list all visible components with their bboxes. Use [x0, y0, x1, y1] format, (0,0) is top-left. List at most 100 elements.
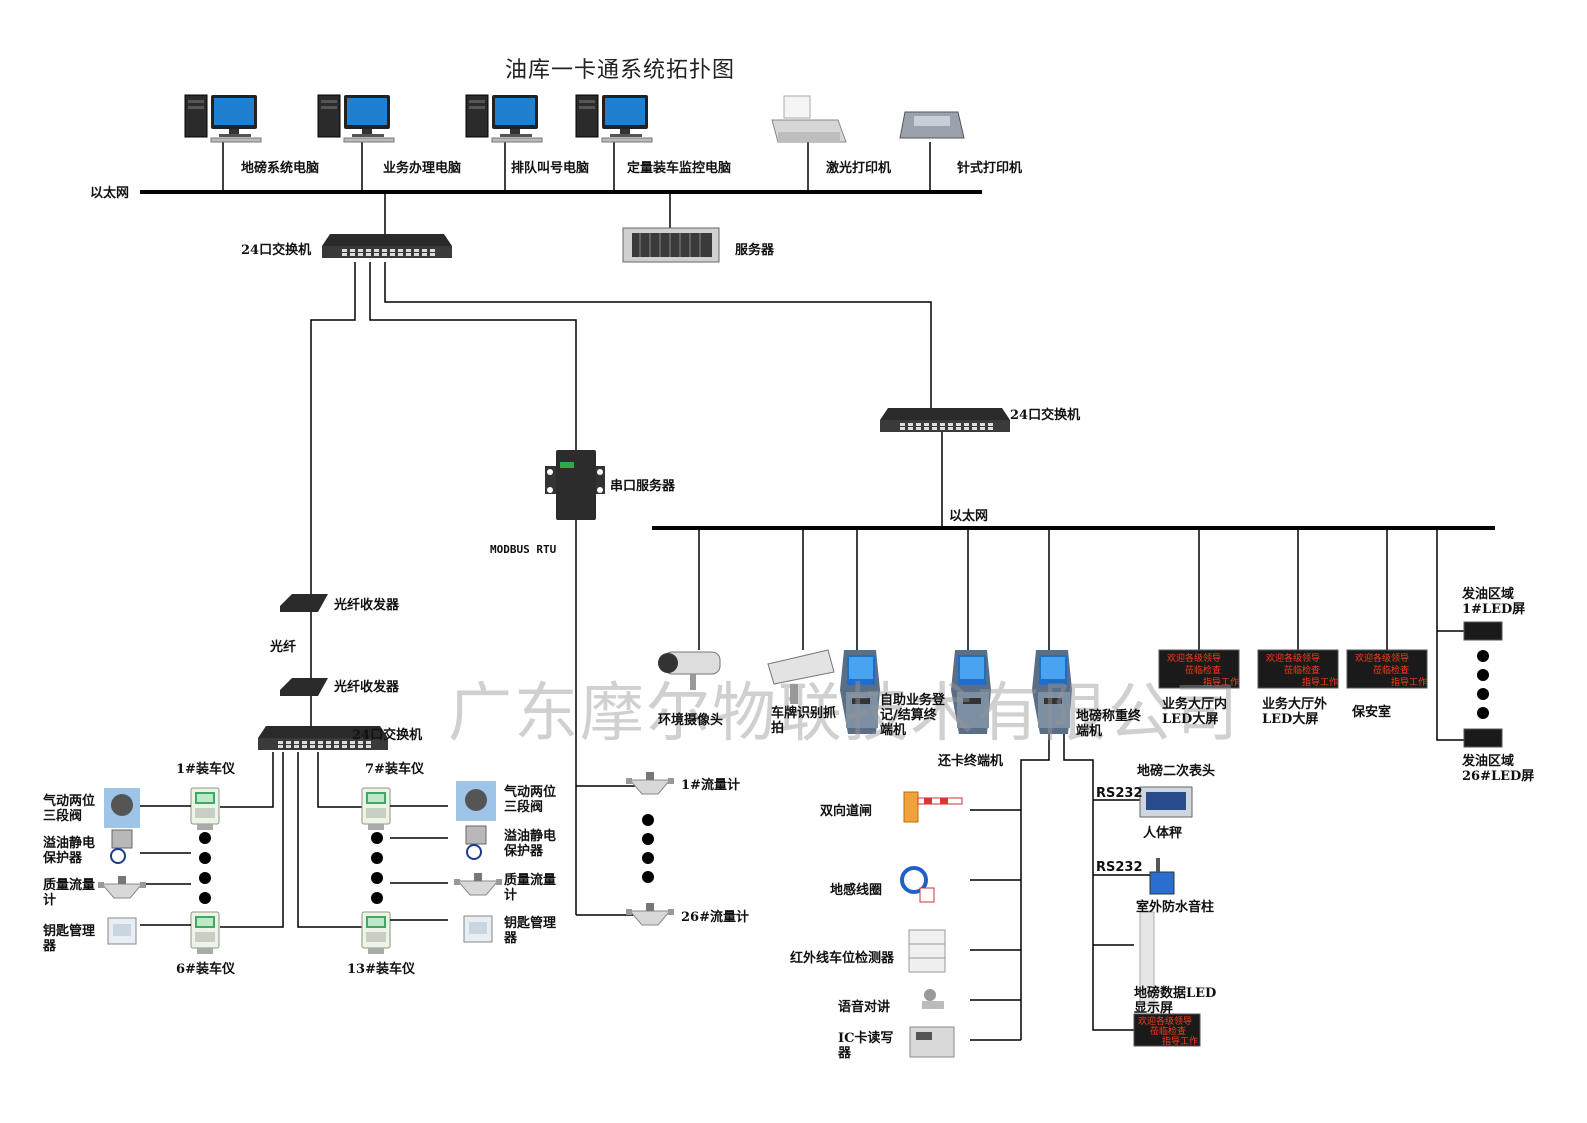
static-protector-icon: [110, 829, 133, 864]
led-screen-icon: [1257, 649, 1339, 689]
fiber-transceiver-icon: [280, 678, 328, 696]
pc-icon: [575, 94, 653, 143]
pc-label: 业务办理电脑: [383, 161, 462, 176]
rs232-label: RS232: [1096, 860, 1143, 875]
printer-label: 针式打印机: [957, 161, 1023, 176]
svg-text:莅临检查: 莅临检查: [1150, 1025, 1186, 1037]
led-screen-label: 业务大厅外 LED大屏: [1262, 697, 1328, 727]
ethernet-label: 以太网: [90, 186, 130, 201]
scale-indicator-icon: [1139, 786, 1193, 818]
pc-icon: [184, 94, 262, 143]
camera-label: 环境摄像头: [658, 713, 724, 728]
loader-device-icon: [361, 911, 391, 955]
laser-printer-icon: [771, 95, 847, 143]
led-screen-label: 发油区域 1#LED屏: [1462, 587, 1526, 617]
body-scale-label: 人体秤: [1143, 826, 1183, 841]
ground-loop-label: 地感线圈: [830, 883, 883, 898]
switch-icon: [322, 234, 452, 258]
printer-label: 激光打印机: [826, 161, 892, 176]
pc-label: 定量装车监控电脑: [627, 161, 732, 176]
infrared-detector-label: 红外线车位检测器: [790, 951, 895, 966]
kiosk-label: 还卡终端机: [938, 754, 1004, 769]
ic-reader-label: IC卡读写 器: [838, 1031, 894, 1061]
ground-loop-icon: [900, 866, 935, 903]
dot-matrix-printer-icon: [899, 111, 965, 139]
pc-icon: [317, 94, 395, 143]
loader-label: 6#装车仪: [176, 962, 235, 977]
rs232-label: RS232: [1096, 786, 1143, 801]
key-manager-label: 钥匙管理 器: [504, 916, 557, 946]
server-label: 服务器: [735, 243, 775, 258]
svg-text:欢迎各级领导: 欢迎各级领导: [1138, 1015, 1192, 1027]
static-protector-label: 溢油静电 保护器: [504, 829, 557, 859]
scale-led-screen-label: 地磅数据LED 显示屏: [1134, 986, 1217, 1016]
switch-icon: [880, 408, 1010, 432]
ic-reader-icon: [909, 1026, 955, 1058]
watermark: 广东摩尔物联技术有限公司: [448, 677, 1240, 751]
led-screen-label: 发油区域 26#LED屏: [1462, 754, 1535, 784]
modbus-label: MODBUS RTU: [490, 543, 557, 556]
plate-camera-label: 车牌识别抓 拍: [771, 706, 837, 736]
key-manager-icon: [107, 917, 137, 945]
scale-indicator-label: 地磅二次表头: [1137, 764, 1216, 779]
barrier-gate-label: 双向道闸: [820, 804, 873, 819]
kiosk-label: 地磅称重终 端机: [1076, 709, 1142, 739]
security-room-label: 保安室: [1352, 705, 1392, 720]
kiosk-label: 自助业务登 记/结算终 端机: [880, 693, 946, 738]
switch-label: 24口交换机: [1010, 408, 1081, 423]
static-protector-label: 溢油静电 保护器: [43, 836, 96, 866]
led-screen-icon: [1346, 649, 1428, 689]
flowmeter-icon: [97, 875, 147, 899]
loader-label: 13#装车仪: [347, 962, 415, 977]
pc-icon: [465, 94, 543, 143]
flowmeter-label: 质量流量 计: [43, 878, 96, 908]
valve-icon: [104, 788, 140, 828]
valve-label: 气动两位 三段阀: [43, 794, 96, 824]
flowmeter-label: 26#流量计: [681, 910, 749, 925]
serial-server-label: 串口服务器: [610, 479, 676, 494]
flowmeter-icon: [625, 902, 675, 926]
diagram-title: 油库一卡通系统拓扑图: [505, 58, 736, 83]
pc-label: 排队叫号电脑: [511, 161, 590, 176]
speaker-column-label: 室外防水音柱: [1136, 900, 1215, 915]
fiber-transceiver-label: 光纤收发器: [334, 598, 400, 613]
intercom-label: 语音对讲: [838, 1000, 891, 1015]
speaker-column-icon: [1139, 911, 1155, 1005]
infrared-detector-icon: [908, 929, 946, 973]
led-screen-icon: [1463, 621, 1503, 641]
led-screen-label: 业务大厅内 LED大屏: [1162, 697, 1228, 727]
key-manager-label: 钥匙管理 器: [43, 924, 96, 954]
switch-label: 24口交换机: [241, 243, 312, 258]
loader-label: 7#装车仪: [365, 762, 424, 777]
flowmeter-icon: [453, 872, 503, 896]
body-scale-icon: [1149, 858, 1175, 895]
loader-device-icon: [190, 787, 220, 831]
barrier-gate-icon: [903, 791, 963, 823]
valve-icon: [456, 781, 496, 821]
static-protector-icon: [465, 825, 487, 860]
valve-label: 气动两位 三段阀: [504, 785, 557, 815]
flowmeter-icon: [625, 771, 675, 795]
key-manager-icon: [463, 915, 493, 943]
led-screen-icon: [1463, 728, 1503, 748]
loader-label: 1#装车仪: [176, 762, 235, 777]
pc-label: 地磅系统电脑: [241, 161, 320, 176]
loader-device-icon: [361, 787, 391, 831]
switch-label: 24口交换机: [352, 728, 423, 743]
svg-text:指导工作: 指导工作: [1162, 1035, 1198, 1047]
fiber-label: 光纤: [270, 640, 297, 655]
loader-device-icon: [190, 911, 220, 955]
server-icon: [622, 227, 720, 263]
ethernet-label: 以太网: [949, 509, 989, 524]
flowmeter-label: 质量流量 计: [504, 873, 557, 903]
camera-icon: [658, 651, 721, 690]
plate-camera-icon: [767, 649, 835, 704]
flowmeter-label: 1#流量计: [681, 778, 740, 793]
fiber-transceiver-label: 光纤收发器: [334, 680, 400, 695]
fiber-transceiver-icon: [280, 594, 328, 612]
serial-server-icon: [545, 450, 605, 520]
intercom-icon: [922, 989, 944, 1009]
scale-led-screen-icon: 欢迎各级领导 莅临检查 指导工作: [1133, 1013, 1201, 1047]
